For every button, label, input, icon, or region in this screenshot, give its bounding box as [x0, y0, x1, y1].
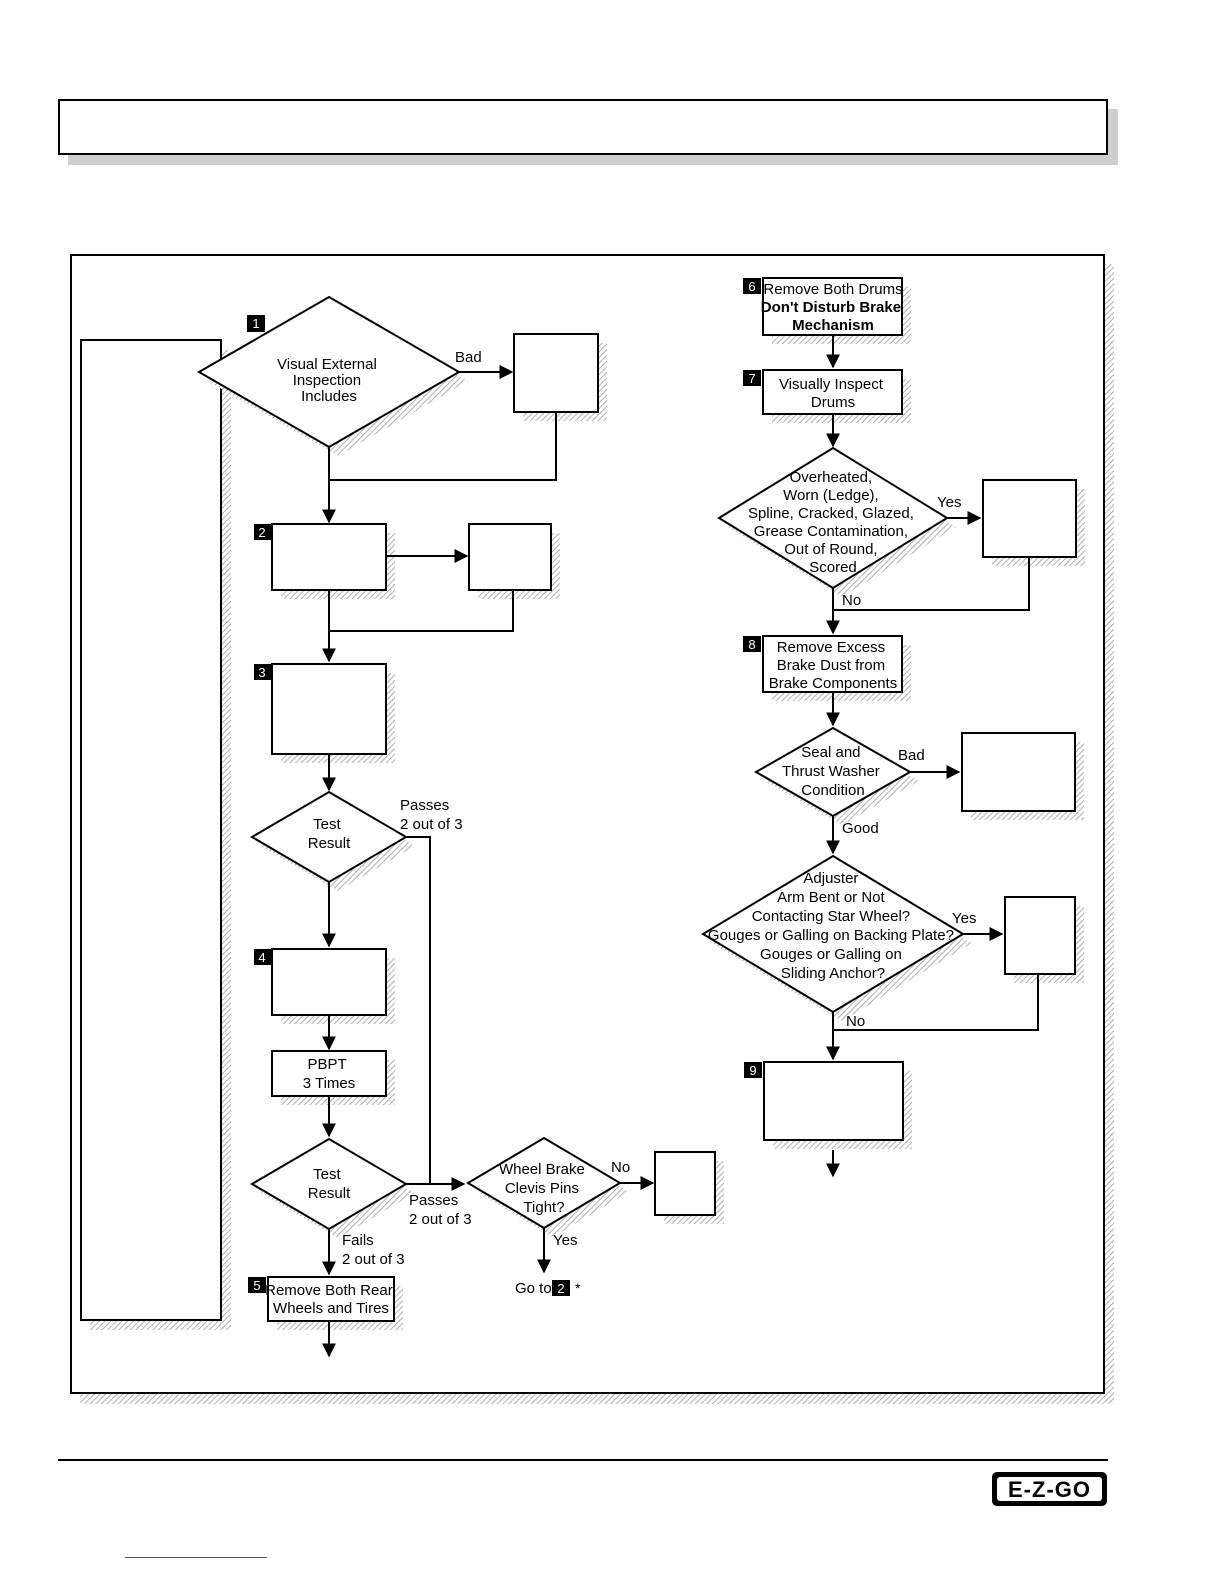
- edge-label-yes-adjuster: Yes: [952, 910, 976, 927]
- step-5-badge: [248, 1277, 266, 1293]
- remove-rear-wheels-box: [267, 1276, 395, 1322]
- step-9-badge: [744, 1062, 762, 1078]
- step-2-number: 2: [258, 525, 265, 540]
- connector-drum-yes: [833, 557, 1030, 611]
- clevis-pins-text: Wheel Brake Clevis Pins Tight?: [499, 1161, 589, 1216]
- step-1-badge: [247, 315, 265, 332]
- goto-step-number: 2: [557, 1281, 564, 1296]
- edge-label-no-adjuster: No: [846, 1013, 865, 1030]
- step-7-number: 7: [748, 371, 755, 386]
- step-5-number: 5: [253, 1278, 260, 1293]
- step-3-badge: [254, 664, 271, 680]
- step-1-number: 1: [252, 316, 259, 331]
- step-2-box: [271, 523, 387, 591]
- edge-label-yes-drum: Yes: [937, 494, 961, 511]
- connector-1b: [329, 412, 557, 481]
- adjuster-yes-box: [1004, 896, 1076, 975]
- edge-label-passes-2: Passes 2 out of 3: [409, 1192, 472, 1228]
- connector-adjuster-yes: [833, 974, 1039, 1031]
- step-9-box: [763, 1061, 904, 1141]
- step-8-badge: [743, 636, 761, 652]
- ezgo-logo: E-Z-GO: [992, 1472, 1107, 1506]
- visual-inspection-text: Visual External Inspection Includes: [277, 356, 381, 405]
- drum-yes-box: [982, 479, 1077, 558]
- pbpt-text: PBPT 3 Times: [303, 1056, 356, 1092]
- remove-drums-warning: Don't Disturb Brake Mechanism: [761, 299, 905, 334]
- edge-label-no-drum: No: [842, 592, 861, 609]
- edge-label-bad-seal: Bad: [898, 747, 925, 764]
- bottom-link-underline: [125, 1557, 267, 1558]
- page-title-box: [58, 99, 1108, 155]
- step-4-number: 4: [258, 950, 265, 965]
- step-7-badge: [743, 370, 761, 386]
- remove-dust-text: Remove Excess Brake Dust from Brake Comp…: [769, 639, 897, 692]
- remove-drums-box: [762, 277, 903, 336]
- goto-prefix: Go to: [515, 1280, 552, 1297]
- connector-2b: [329, 590, 514, 632]
- step-6-badge: [743, 278, 761, 294]
- edge-label-bad-1: Bad: [455, 349, 482, 366]
- edge-label-fails: Fails 2 out of 3: [342, 1232, 405, 1268]
- adjuster-check-text: Adjuster Arm Bent or Not Contacting Star…: [708, 870, 958, 982]
- seal-bad-box: [961, 732, 1076, 812]
- step-3-number: 3: [258, 665, 265, 680]
- drum-condition-text: Overheated, Worn (Ledge), Spline, Cracke…: [748, 469, 918, 576]
- remove-rear-wheels-text: Remove Both Rear Wheels and Tires: [265, 1282, 397, 1317]
- step-2-badge: [254, 524, 271, 540]
- inspect-drums-text: Visually Inspect Drums: [779, 376, 887, 411]
- step-9-number: 9: [749, 1063, 756, 1078]
- remove-drums-text: Remove Both Drums: [763, 281, 902, 298]
- edge-label-passes-1: Passes 2 out of 3: [400, 797, 463, 833]
- edge-label-yes-clevis: Yes: [553, 1232, 577, 1249]
- step-8-number: 8: [748, 637, 755, 652]
- connector-passes-1: [406, 836, 431, 1183]
- footer-rule: [58, 1459, 1108, 1461]
- bad-inspection-box: [513, 333, 599, 413]
- edge-label-good-seal: Good: [842, 820, 879, 837]
- clevis-no-box: [654, 1151, 716, 1216]
- step-3-box: [271, 663, 387, 755]
- step-4-badge: [254, 949, 271, 965]
- goto-badge: [552, 1280, 570, 1296]
- goto-suffix: *: [575, 1280, 581, 1296]
- step-2-side-box: [468, 523, 552, 591]
- left-info-panel: [80, 339, 222, 1321]
- edge-label-no-clevis: No: [611, 1159, 630, 1176]
- test-result-2-text: Test Result: [308, 1166, 351, 1202]
- seal-condition-text: Seal and Thrust Washer Condition: [782, 744, 884, 799]
- step-6-number: 6: [748, 279, 755, 294]
- logo-text: E-Z-GO: [1008, 1477, 1091, 1502]
- step-4-box: [271, 948, 387, 1016]
- test-result-1-text: Test Result: [308, 816, 351, 852]
